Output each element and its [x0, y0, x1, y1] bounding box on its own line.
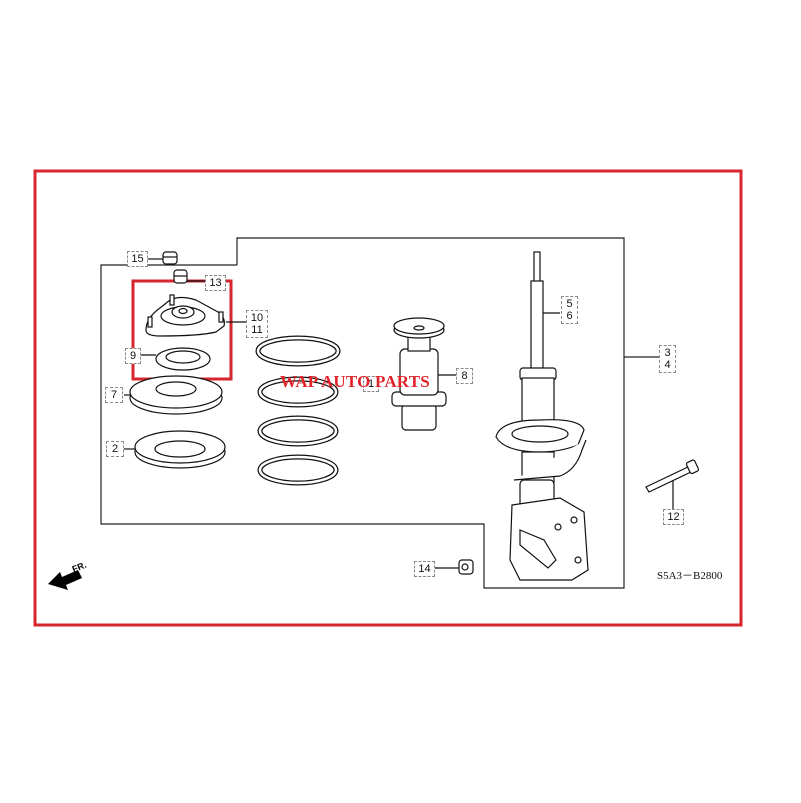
- watermark-text: WAP AUTO PARTS: [280, 372, 430, 391]
- callout-14[interactable]: 14: [414, 561, 435, 577]
- shock-absorber-icon: [495, 251, 589, 581]
- callout-15[interactable]: 15: [127, 251, 148, 267]
- bearing-9-icon: [138, 347, 211, 371]
- outer-red-frame: [33, 169, 743, 627]
- bump-stop-8-icon: [391, 317, 456, 431]
- callout-13[interactable]: 13: [205, 275, 226, 291]
- callout-7[interactable]: 7: [105, 387, 123, 403]
- callout-1[interactable]: 1: [363, 376, 379, 392]
- spring-rubber-2-icon: [124, 430, 226, 469]
- spring-seat-7-icon: [124, 375, 223, 415]
- front-direction-arrow-icon: [48, 570, 82, 590]
- nut-13-icon: [173, 269, 205, 284]
- callout-8[interactable]: 8: [456, 368, 473, 384]
- nut-14-icon: [433, 559, 474, 575]
- nut-15-icon: [148, 251, 178, 265]
- callout-12[interactable]: 12: [663, 509, 684, 525]
- callout-9[interactable]: 9: [125, 348, 141, 364]
- diagram-code: S5A3－B2800: [657, 570, 723, 582]
- callout-2[interactable]: 2: [106, 441, 124, 457]
- strut-mount-icon: [145, 294, 246, 337]
- bolt-12-icon: [645, 459, 700, 510]
- assembly-outline: [100, 237, 660, 589]
